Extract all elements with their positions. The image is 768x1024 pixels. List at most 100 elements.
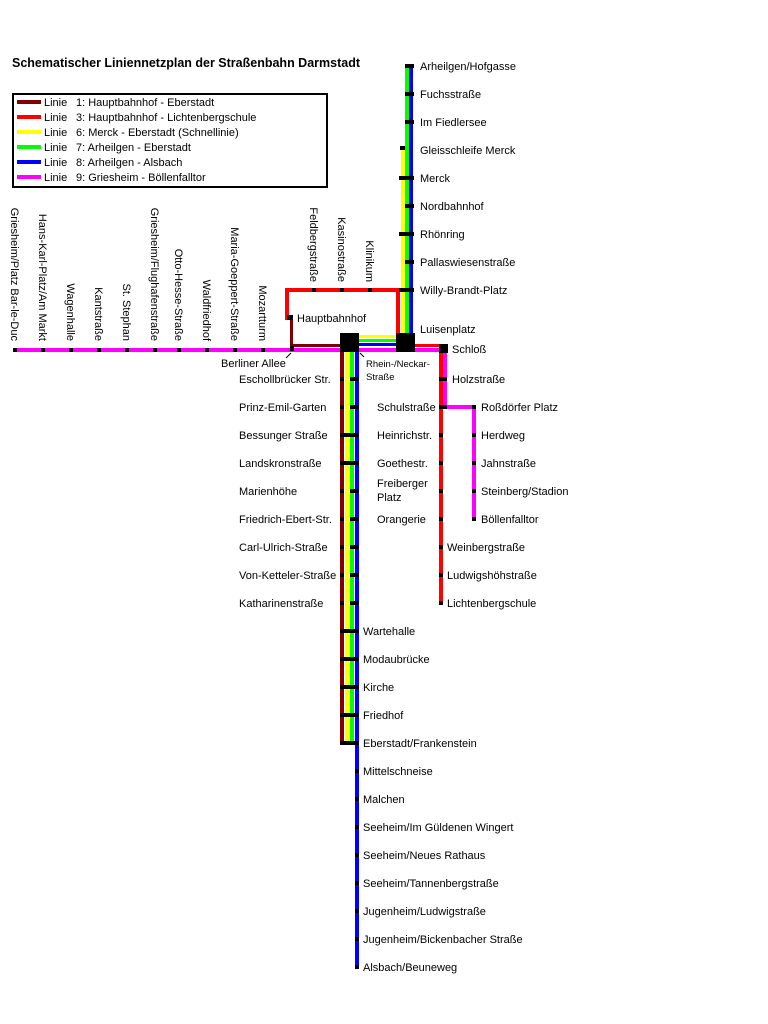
station-marker [340,657,359,661]
station-marker [472,461,476,465]
rhein-neckar-strasse-hub [340,333,359,352]
hauptbahnhof-marker [287,315,293,320]
station-label: Katharinenstraße [239,598,323,610]
station-marker [350,545,359,549]
station-marker [439,489,443,493]
line-7-north [405,66,409,336]
station-marker [205,348,209,352]
station-label: Ludwigshöhstraße [447,570,537,582]
legend-swatch-line [17,145,41,149]
legend-entry: 3: Hauptbahnhof - Lichtenbergschule [76,112,256,124]
station-label: Otto-Hesse-Straße [172,249,184,341]
station-marker [153,348,157,352]
station-marker [472,433,476,437]
station-label: Malchen [363,794,405,806]
legend-entry: 1: Hauptbahnhof - Eberstadt [76,97,214,109]
station-label: Carl-Ulrich-Straße [239,542,328,554]
station-label: Von-Ketteler-Straße [239,570,336,582]
legend-prefix: Linie [44,97,67,109]
station-label: Griesheim/Platz Bar-le-Duc [8,208,20,342]
station-label: Modaubrücke [363,654,430,666]
station-label: Klinikum [363,240,375,282]
station-label: Wagenhalle [64,283,76,341]
station-marker [261,348,265,352]
station-marker [443,377,447,381]
station-label: Kasinostraße [335,217,347,282]
station-marker [350,377,359,381]
station-marker [233,348,237,352]
berliner-allee-marker [290,346,294,351]
station-label: Berliner Allee [221,358,286,370]
station-label: Straße [366,372,395,383]
station-marker [472,405,476,409]
station-marker [399,176,414,180]
station-marker [439,433,443,437]
legend-swatch-line [17,115,41,119]
legend-entry: 8: Arheilgen - Alsbach [76,157,182,169]
station-label: Orangerie [377,514,426,526]
station-label: St. Stephan [120,284,132,342]
legend-prefix: Linie [44,172,67,184]
station-label: Holzstraße [452,374,505,386]
schloss-marker [439,344,448,353]
line-6-north [401,148,405,336]
station-marker [41,348,45,352]
line-6-south [345,350,349,744]
station-label: Nordbahnhof [420,201,485,213]
station-marker [405,92,414,96]
leader-line [285,352,292,359]
station-label: Fuchsstraße [420,89,481,101]
legend-entry: 7: Arheilgen - Eberstadt [76,142,191,154]
station-marker [340,405,344,409]
legend-prefix: Linie [44,112,67,124]
station-label: Rhein-/Neckar- [366,359,430,370]
station-label: Waldfriedhof [200,280,212,342]
station-label: Pallaswiesenstraße [420,257,515,269]
station-marker [355,965,359,969]
legend-entry: 9: Griesheim - Böllenfalltor [76,172,206,184]
station-label: Prinz-Emil-Garten [239,402,326,414]
station-marker [439,601,443,605]
station-marker [69,348,73,352]
station-label: Griesheim/Flughafenstraße [148,208,160,341]
station-label: Seeheim/Tannenbergstraße [363,878,499,890]
station-label: Mozartturm [256,285,268,341]
station-marker [399,288,414,292]
station-label: Kantstraße [92,287,104,341]
station-label: Goethestr. [377,458,428,470]
station-marker [439,517,443,521]
station-label: Jahnstraße [481,458,536,470]
station-label: Alsbach/Beuneweg [363,962,457,974]
legend-swatch-line [17,175,41,179]
legend-swatch-line [17,160,41,164]
line-3-south [439,350,443,604]
station-marker [340,741,359,745]
station-marker [340,713,359,717]
station-label: Friedrich-Ebert-Str. [239,514,332,526]
station-marker [405,64,414,68]
station-marker [472,517,476,521]
station-marker [177,348,181,352]
legend-prefix: Linie [44,157,67,169]
station-label: Böllenfalltor [481,514,539,526]
line-3-schloss [414,344,444,347]
station-label: Willy-Brandt-Platz [420,285,507,297]
station-label: Freiberger [377,478,428,490]
station-label: Marienhöhe [239,486,297,498]
line-6-link [358,335,398,338]
station-marker [340,601,344,605]
line-8-north [409,66,413,336]
station-label: Mittelschneise [363,766,433,778]
station-marker [439,545,443,549]
line-9-schloss [414,348,444,352]
station-marker [405,260,414,264]
station-label: Steinberg/Stadion [481,486,568,498]
station-label: Herdweg [481,430,525,442]
line-7-link [358,339,398,342]
station-marker [97,348,101,352]
line-9-link [358,348,398,352]
station-marker [439,573,443,577]
station-marker [355,853,359,857]
